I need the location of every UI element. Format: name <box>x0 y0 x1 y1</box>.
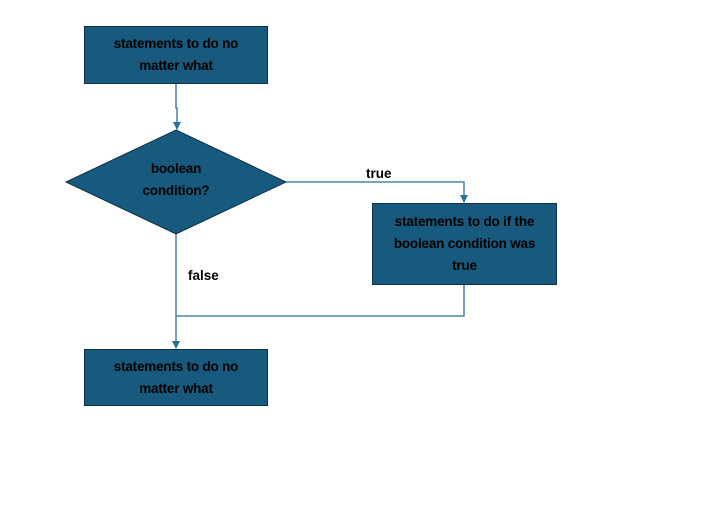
connector-true-branch <box>286 181 468 203</box>
decision-label: boolean condition? <box>142 161 210 198</box>
decision-text: boolean condition? <box>131 158 221 202</box>
false-edge-label: false <box>188 268 219 283</box>
start-process-text: statements to do no matter what <box>113 36 239 73</box>
connector-merge <box>176 284 465 317</box>
connector-start-to-decision <box>173 83 181 130</box>
start-process-box: statements to do no matter what <box>84 26 268 84</box>
true-process-box: statements to do if the boolean conditio… <box>372 203 557 285</box>
true-process-text: statements to do if the boolean conditio… <box>393 214 536 273</box>
true-edge-label: true <box>366 166 392 181</box>
end-process-box: statements to do no matter what <box>84 349 268 406</box>
end-process-text: statements to do no matter what <box>113 358 239 396</box>
